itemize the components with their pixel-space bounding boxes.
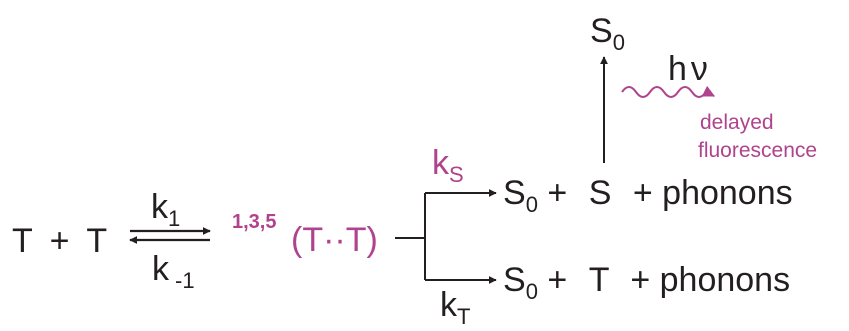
plus-sign: + [630,261,651,299]
excited-state: T [588,261,609,299]
triplet-pair: (T··T) [291,221,378,259]
singlet-rate-label: kS [432,144,464,186]
ground-state-subscript: 0 [525,279,538,304]
spin-multiplicity-label: 1,3,5 [232,211,277,233]
reactant-right: T [86,222,108,260]
ground-state: S [503,261,526,299]
triplet-rate-label: kT [440,286,470,328]
ground-state-subscript: 0 [525,192,538,217]
reactants: T + T [12,224,107,258]
singlet-products: S0 + S + phonons [503,174,793,216]
forward-rate-label: k1 [151,188,180,230]
rate-symbol: k [432,144,449,182]
phonons-label: phonons [662,174,793,212]
plus-sign: + [547,261,568,299]
caption-fluorescence: fluorescence [698,139,818,162]
reactant-left: T [12,222,33,260]
rate-symbol: k [440,286,457,324]
rate-symbol: k [152,250,169,288]
triplet-products: S0 + T + phonons [503,261,791,303]
rate-symbol: k [151,188,168,226]
caption-delayed: delayed [700,111,774,134]
photon-label: hν [668,50,712,88]
ground-state: S [590,12,613,50]
rate-subscript: -1 [175,268,195,293]
phonons-label: phonons [659,261,791,299]
rate-subscript: T [457,304,471,329]
decay-ground-state: S0 [590,12,625,54]
ground-state: S [503,174,526,212]
plus-sign: + [547,174,568,212]
reverse-rate-label: k-1 [152,250,195,292]
plus-sign: + [49,222,70,260]
excited-state: S [588,174,612,212]
plus-sign: + [632,174,653,212]
rate-subscript: 1 [168,206,181,231]
rate-subscript: S [449,162,464,187]
ground-state-subscript: 0 [612,30,625,55]
wavy-arrow-icon [621,85,716,98]
